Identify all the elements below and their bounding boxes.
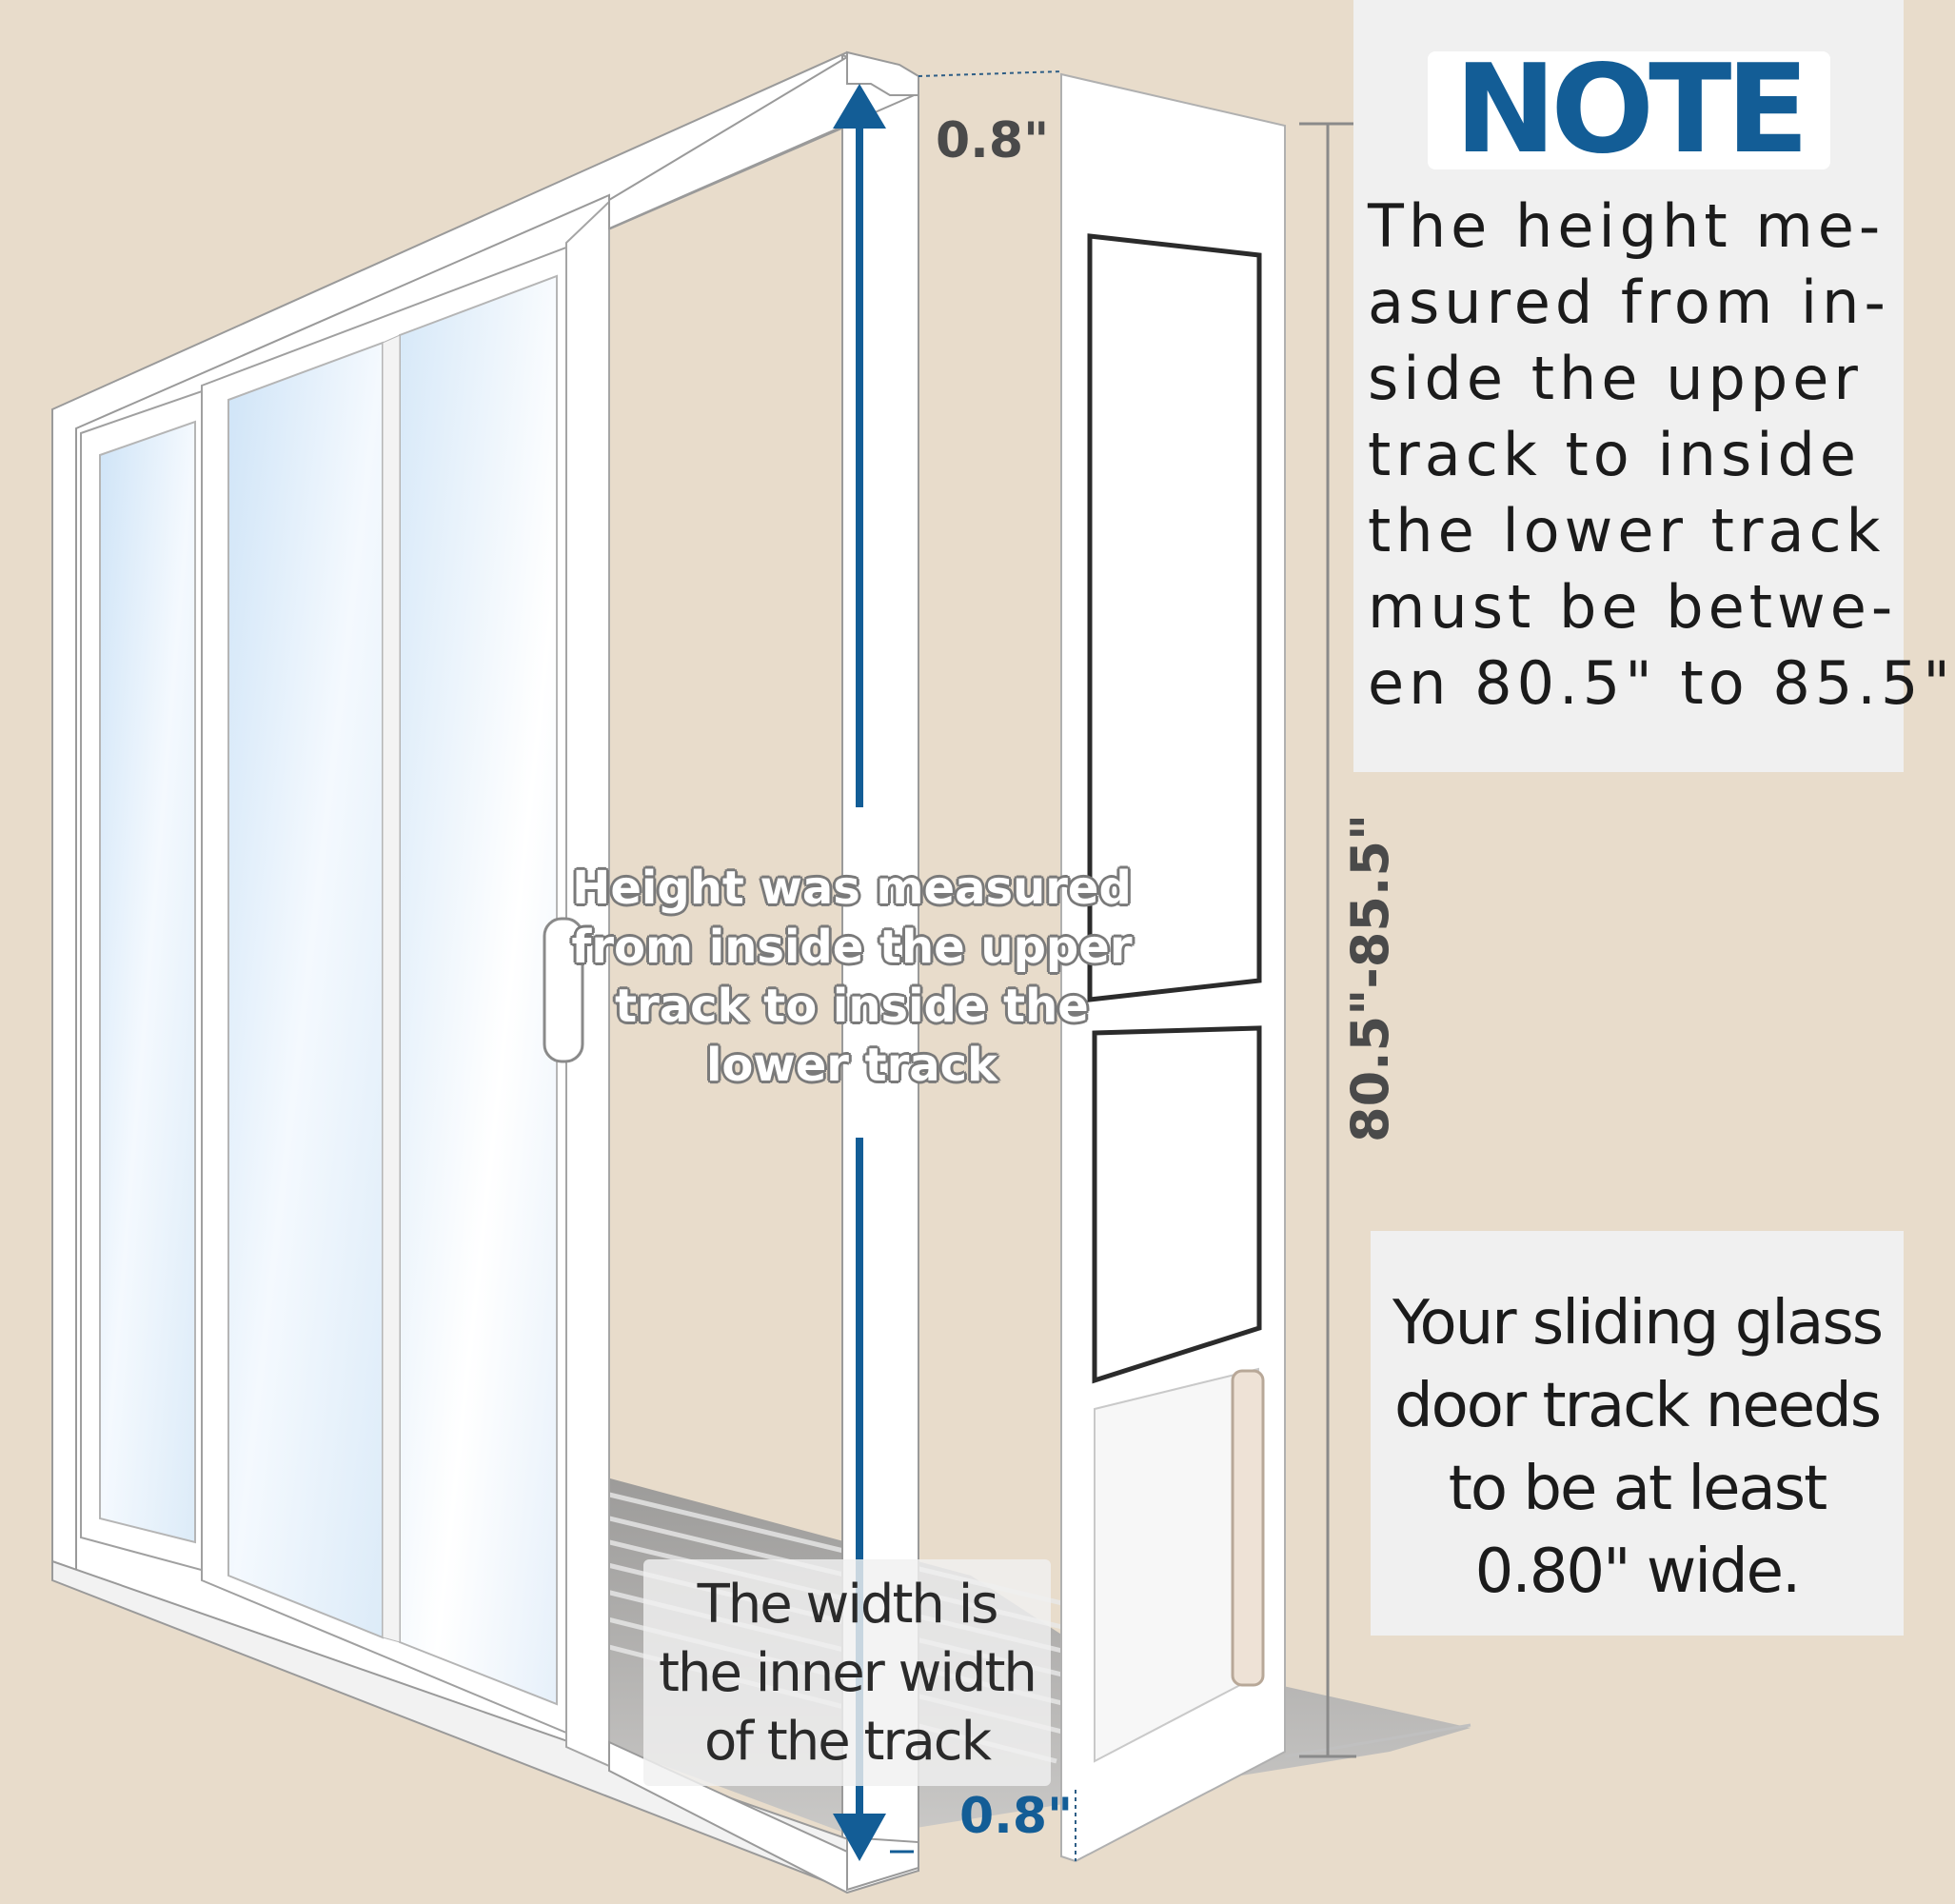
top-track — [608, 50, 919, 230]
track-note-line: door track needs — [1393, 1371, 1882, 1441]
sliding-door-illustration — [51, 50, 1471, 1894]
bottom-track-dimension: 0.8" — [959, 1788, 1074, 1845]
track-note-line: Your sliding glass — [1392, 1288, 1884, 1359]
note-line: the lower track — [1368, 496, 1886, 565]
door-handle — [543, 917, 584, 1063]
top-track-dimension: 0.8" — [936, 112, 1050, 169]
width-caption-line: the inner width — [659, 1642, 1037, 1704]
height-range-dimension: 80.5"-85.5" — [1340, 813, 1400, 1142]
note-title: NOTE — [1454, 39, 1809, 181]
pet-door-insert — [1060, 72, 1471, 1863]
width-caption-panel — [643, 1559, 1051, 1786]
track-note-line: to be at least — [1448, 1454, 1827, 1524]
track-note-panel — [1371, 1231, 1904, 1636]
width-caption-line: of the track — [704, 1711, 992, 1773]
width-caption: The width is the inner width of the trac… — [643, 1571, 1051, 1776]
height-caption-line: from inside the upper — [571, 921, 1133, 974]
note-line: asured from in- — [1368, 268, 1890, 337]
height-caption-line: Height was measured — [572, 862, 1132, 915]
note-body: The height me- asured from in- side the … — [1368, 188, 1955, 722]
height-caption: Height was measured from inside the uppe… — [571, 859, 1133, 1095]
height-dimension-line — [1299, 122, 1356, 1758]
left-glass-panel — [80, 388, 206, 1573]
note-line: en 80.5" to 85.5" — [1368, 648, 1955, 718]
width-caption-line: The width is — [697, 1574, 999, 1636]
note-line: The height me- — [1368, 191, 1886, 261]
guide-lines — [918, 70, 1076, 1861]
height-caption-line: track to inside the — [615, 980, 1089, 1033]
track-note-text: Your sliding glass door track needs to b… — [1371, 1282, 1904, 1614]
note-line: track to inside — [1368, 420, 1861, 489]
track-note-line: 0.80" wide. — [1474, 1537, 1802, 1607]
note-badge: NOTE — [1428, 39, 1830, 181]
height-caption-line: lower track — [705, 1039, 998, 1092]
note-line: must be betwe- — [1368, 572, 1898, 642]
note-line: side the upper — [1368, 344, 1863, 413]
pet-flap — [1231, 1369, 1265, 1687]
middle-glass-panel — [201, 246, 567, 1735]
